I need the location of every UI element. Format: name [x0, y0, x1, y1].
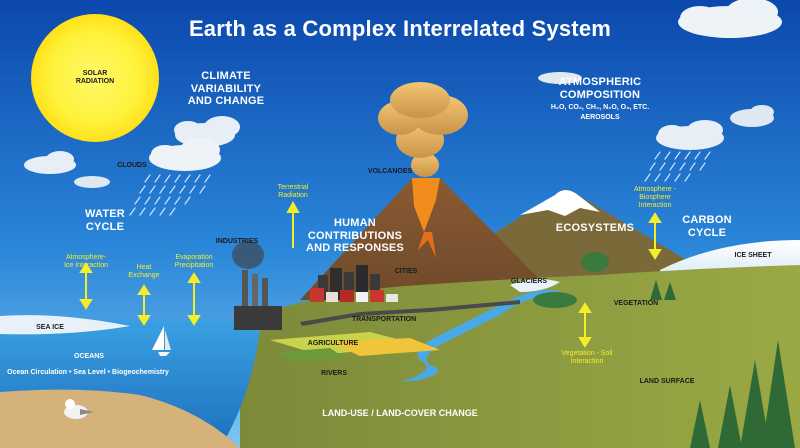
rain — [129, 151, 711, 216]
city — [310, 265, 398, 302]
road — [300, 300, 520, 326]
label-atmospheric-composition: ATMOSPHERIC COMPOSITION — [558, 76, 642, 101]
label-industries: INDUSTRIES — [215, 238, 259, 245]
label-atmosphere-ice: Atmosphere- Ice Interaction — [64, 254, 108, 270]
label-agriculture: AGRICULTURE — [307, 340, 359, 347]
label-ecosystems: ECOSYSTEMS — [555, 222, 635, 234]
cloud-icon — [24, 151, 76, 174]
label-oceans: OCEANS — [74, 353, 104, 360]
label-vegetation: VEGETATION — [613, 300, 659, 307]
glacier — [510, 279, 560, 292]
land-surface — [240, 265, 800, 448]
label-land-use: LAND-USE / LAND-COVER CHANGE — [322, 408, 478, 418]
label-gases: H₂O, CO₂, CH₄, N₂O, O₃, ETC. — [550, 104, 650, 111]
label-carbon-cycle: CARBON CYCLE — [682, 214, 732, 239]
cloud-icon — [538, 72, 582, 84]
label-atmosphere-biosphere: Atmosphere - Biosphere Interaction — [633, 186, 677, 210]
forest — [650, 280, 795, 448]
sun-icon — [31, 14, 159, 142]
label-glaciers: GLACIERS — [510, 278, 548, 285]
label-solar-radiation: SOLAR RADIATION — [75, 70, 115, 86]
factory-icon — [232, 241, 282, 330]
cloud-icon — [74, 176, 110, 188]
snow-cap — [520, 190, 600, 216]
label-rivers: RIVERS — [320, 370, 348, 377]
arrow-icon — [79, 200, 662, 348]
lava — [412, 178, 440, 232]
vegetation — [533, 252, 609, 308]
label-transportation: TRANSPORTATION — [351, 316, 417, 323]
seagull-icon — [64, 399, 94, 419]
sea-ice — [0, 315, 130, 335]
cloud-icon — [149, 138, 221, 171]
label-vegetation-soil: Vegetation - Soil Interaction — [561, 350, 613, 366]
label-clouds: CLOUDS — [117, 162, 147, 169]
label-land-surface: LAND SURFACE — [639, 378, 695, 385]
sailboat-icon — [152, 326, 171, 356]
label-terrestrial-radiation: Terrestrial Radiation — [277, 184, 309, 200]
page-title: Earth as a Complex Interrelated System — [188, 16, 612, 41]
cloud-icon — [656, 120, 724, 150]
cloud-icon — [678, 0, 782, 38]
label-climate-variability: CLIMATE VARIABILITY AND CHANGE — [187, 70, 265, 108]
label-volcanoes: VOLCANOES — [367, 168, 413, 175]
beach — [0, 389, 240, 448]
label-heat-exchange: Heat Exchange — [128, 264, 160, 280]
label-aerosols: AEROSOLS — [580, 114, 620, 121]
label-human-contributions: HUMAN CONTRIBUTIONS AND RESPONSES — [306, 217, 404, 255]
label-water-cycle: WATER CYCLE — [85, 208, 125, 233]
label-evaporation: Evaporation Precipitation — [174, 254, 214, 270]
cloud-icon — [730, 105, 774, 127]
volcano-plume — [378, 82, 468, 177]
label-ice-sheet: ICE SHEET — [734, 252, 772, 259]
label-ocean-circulation: Ocean Circulation • Sea Level • Biogeoch… — [7, 369, 169, 376]
label-sea-ice: SEA ICE — [36, 324, 64, 331]
label-cities: CITIES — [394, 268, 418, 275]
